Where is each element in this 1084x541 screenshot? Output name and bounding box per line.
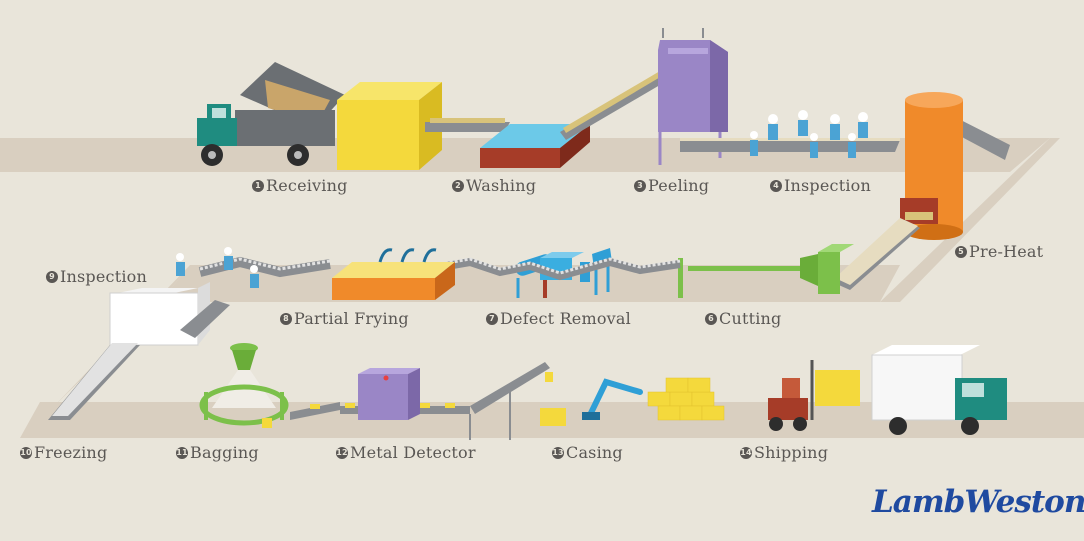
washing-to-peeling-conveyor xyxy=(560,71,665,140)
step-label-text: Metal Detector xyxy=(350,443,476,462)
step-label-text: Inspection xyxy=(60,267,147,286)
partial-fryer xyxy=(332,248,455,300)
inspection-workers-1 xyxy=(750,110,868,158)
step-label-text: Freezing xyxy=(34,443,108,462)
step-number-badge: 10 xyxy=(20,446,32,459)
freezer-tunnel xyxy=(48,282,230,420)
forklift xyxy=(768,360,860,431)
logo-text: LambWeston xyxy=(872,484,1084,520)
inspection-conveyor-1 xyxy=(680,138,900,152)
step-number-badge: 8 xyxy=(280,312,292,325)
receiving-hopper xyxy=(337,82,442,170)
bagging-machine xyxy=(199,343,289,428)
lamb-weston-logo: LambWeston® xyxy=(872,484,1084,520)
inspection-conveyor-2 xyxy=(198,256,331,278)
step-number-badge: 7 xyxy=(486,312,498,325)
cutting-machine xyxy=(678,244,854,298)
step-number-badge: 5 xyxy=(955,245,967,258)
step-number-badge: 11 xyxy=(176,446,188,459)
step-label-text: Partial Frying xyxy=(294,309,409,328)
step-label-text: Receiving xyxy=(266,176,348,195)
washing-tank xyxy=(480,124,590,168)
step-label-text: Peeling xyxy=(648,176,710,195)
incline-conveyor xyxy=(469,362,553,440)
step-number-badge: 2 xyxy=(452,179,464,192)
step-label-text: Bagging xyxy=(190,443,259,462)
step-number-badge: 13 xyxy=(552,446,564,459)
step-number-badge: 12 xyxy=(336,446,348,459)
metal-detector xyxy=(358,368,420,420)
frying-to-cutting-conveyor xyxy=(434,257,681,281)
step-label-text: Pre-Heat xyxy=(969,242,1044,261)
step-number-badge: 9 xyxy=(46,270,58,283)
inspection-workers-2 xyxy=(176,247,259,288)
step-number-badge: 14 xyxy=(740,446,752,459)
pre-heat-outfeed-conveyor xyxy=(832,218,920,290)
casing-station xyxy=(540,377,725,426)
step-label-text: Casing xyxy=(566,443,623,462)
receiving-conveyor xyxy=(425,118,510,132)
step-label-text: Washing xyxy=(466,176,537,195)
shipping-truck xyxy=(871,345,1007,435)
step-number-badge: 6 xyxy=(705,312,717,325)
step-label-text: Defect Removal xyxy=(500,309,631,328)
step-number-badge: 1 xyxy=(252,179,264,192)
step-number-badge: 3 xyxy=(634,179,646,192)
pre-heat-tank xyxy=(900,92,963,240)
step-label-text: Inspection xyxy=(784,176,871,195)
receiving-truck xyxy=(197,62,345,166)
step-label-text: Shipping xyxy=(754,443,829,462)
step-label-text: Cutting xyxy=(719,309,782,328)
step-number-badge: 4 xyxy=(770,179,782,192)
